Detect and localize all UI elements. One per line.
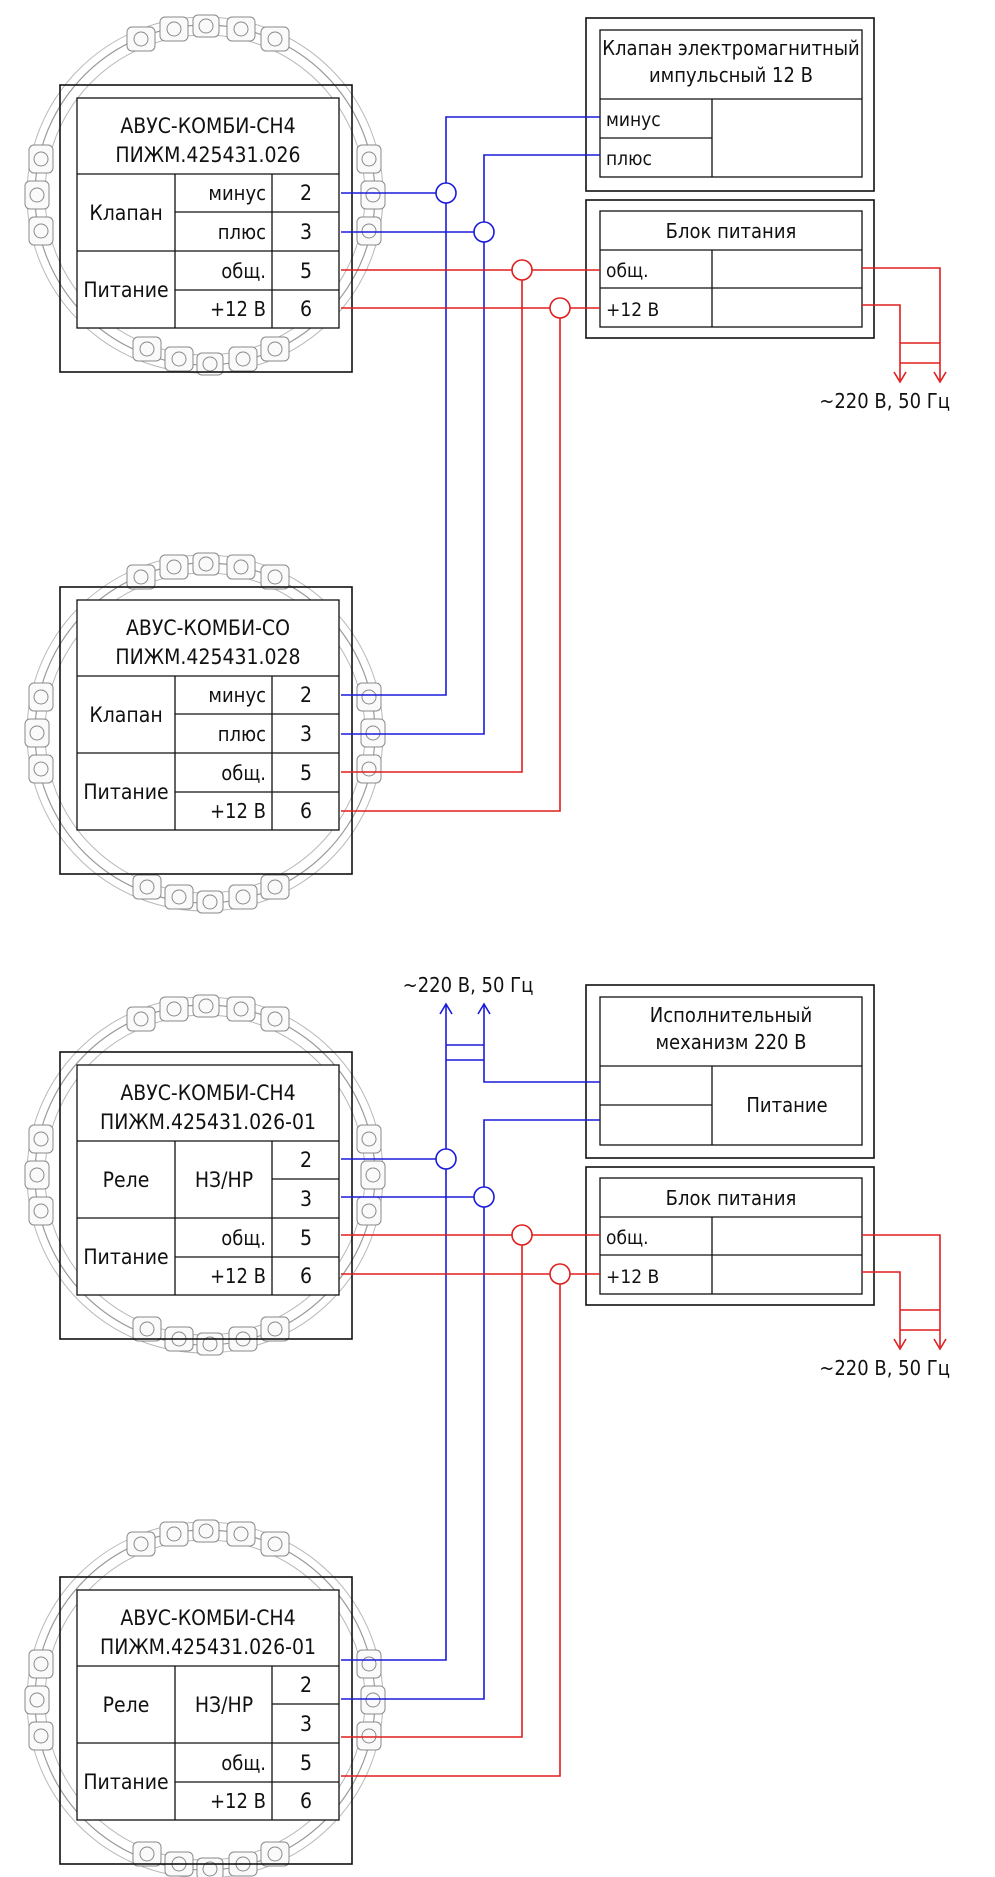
terminal-number: 5	[300, 761, 312, 785]
signal-label: общ.	[221, 761, 266, 785]
psu-title: Блок питания	[666, 1186, 797, 1210]
valve-title: Клапан электромагнитный	[602, 36, 859, 60]
power-label: Питание	[746, 1093, 827, 1117]
terminal-number: 6	[300, 297, 312, 321]
signal-label: общ.	[221, 259, 266, 283]
group-label: Реле	[103, 1693, 150, 1717]
sensor-terminal-table: АВУС-КОМБИ-СН4 ПИЖМ.425431.026-01 Реле П…	[59, 1576, 353, 1865]
terminal-number: 3	[300, 220, 312, 244]
signal-label: +12 В	[210, 297, 266, 321]
signal-label: +12 В	[210, 1789, 266, 1813]
psu-title: Блок питания	[666, 219, 797, 243]
signal-label: +12 В	[606, 299, 659, 321]
signal-label: +12 В	[210, 799, 266, 823]
group-label: Реле	[103, 1168, 150, 1192]
terminal-number: 6	[300, 1789, 312, 1813]
signal-label: плюс	[606, 148, 652, 170]
terminal-number: 3	[300, 722, 312, 746]
valve-table: Клапан электромагнитный импульсный 12 В …	[585, 17, 875, 192]
terminal-number: 5	[300, 259, 312, 283]
terminal-number: 3	[300, 1187, 312, 1211]
mains-label: ~220 В, 50 Гц	[819, 1356, 950, 1380]
actuator-table: Исполнительный механизм 220 В Питание	[585, 984, 875, 1159]
signal-label: минус	[606, 109, 661, 131]
terminal-number: 2	[300, 683, 312, 707]
signal-label: +12 В	[210, 1264, 266, 1288]
signal-label: минус	[208, 181, 266, 205]
group-label: Клапан	[89, 703, 162, 727]
signal-label: плюс	[218, 220, 266, 244]
sensor-model: АВУС-КОМБИ-СН4	[120, 1081, 295, 1105]
sensor-model: АВУС-КОМБИ-СО	[126, 616, 290, 640]
sensor-model: АВУС-КОМБИ-СН4	[120, 1606, 295, 1630]
contact-type-label: НЗ/НР	[195, 1168, 253, 1192]
contact-type-label: НЗ/НР	[195, 1693, 253, 1717]
power-supply-table: Блок питания общ. +12 В	[585, 199, 875, 339]
terminal-number: 3	[300, 1712, 312, 1736]
group-label: Питание	[83, 1770, 168, 1794]
power-supply-table: Блок питания общ. +12 В	[585, 1166, 875, 1306]
terminal-number: 5	[300, 1226, 312, 1250]
terminal-number: 6	[300, 1264, 312, 1288]
signal-label: плюс	[218, 722, 266, 746]
group-label: Клапан	[89, 201, 162, 225]
terminal-number: 5	[300, 1751, 312, 1775]
signal-wires-bottom	[341, 1002, 600, 1700]
signal-label: минус	[208, 683, 266, 707]
sensor-terminal-table: АВУС-КОМБИ-СН4 ПИЖМ.425431.026 Клапан Пи…	[59, 84, 353, 373]
sensor-terminal-table: АВУС-КОМБИ-СО ПИЖМ.425431.028 Клапан Пит…	[59, 586, 353, 875]
sensor-terminal-table: АВУС-КОМБИ-СН4 ПИЖМ.425431.026-01 Реле П…	[59, 1051, 353, 1340]
sensor-code: ПИЖМ.425431.026-01	[100, 1110, 316, 1134]
signal-wires-top	[341, 116, 600, 735]
terminal-number: 2	[300, 1148, 312, 1172]
group-label: Питание	[83, 278, 168, 302]
mains-label: ~220 В, 50 Гц	[819, 389, 950, 413]
group-label: Питание	[83, 1245, 168, 1269]
terminal-number: 2	[300, 181, 312, 205]
signal-label: общ.	[606, 260, 649, 282]
sensor-code: ПИЖМ.425431.026	[115, 143, 300, 167]
signal-label: общ.	[221, 1226, 266, 1250]
signal-label: +12 В	[606, 1266, 659, 1288]
actuator-title: механизм 220 В	[655, 1030, 806, 1054]
mains-label: ~220 В, 50 Гц	[403, 973, 534, 997]
signal-label: общ.	[221, 1751, 266, 1775]
actuator-title: Исполнительный	[650, 1003, 812, 1027]
terminal-number: 6	[300, 799, 312, 823]
sensor-model: АВУС-КОМБИ-СН4	[120, 114, 295, 138]
terminal-number: 2	[300, 1673, 312, 1697]
sensor-code: ПИЖМ.425431.028	[115, 645, 300, 669]
sensor-code: ПИЖМ.425431.026-01	[100, 1635, 316, 1659]
valve-title: импульсный 12 В	[649, 63, 813, 87]
signal-label: общ.	[606, 1227, 649, 1249]
group-label: Питание	[83, 780, 168, 804]
power-wires-bottom	[341, 1224, 947, 1777]
power-wires-top	[341, 259, 947, 812]
